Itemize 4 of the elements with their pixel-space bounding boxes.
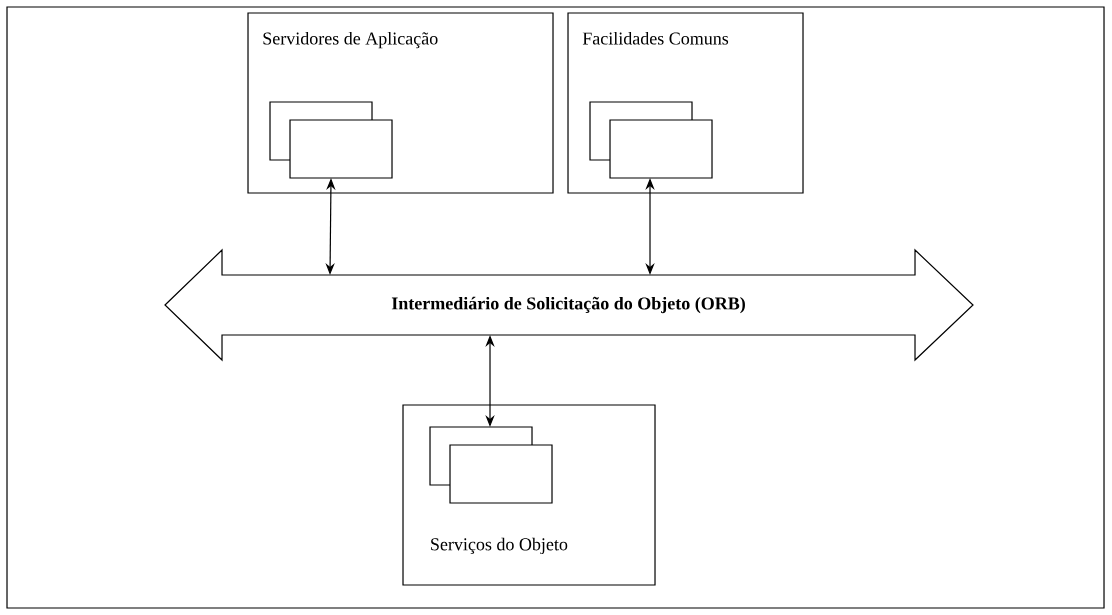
double-arrow-band: Intermediário de Solicitação do Objeto (ORB) [164, 248, 974, 362]
inner-box [449, 444, 553, 504]
inner-box [289, 119, 393, 179]
inner-box [609, 119, 713, 179]
